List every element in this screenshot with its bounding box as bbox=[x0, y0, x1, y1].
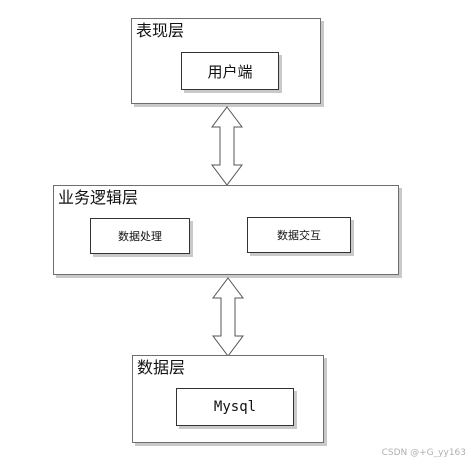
presentation-layer-title: 表现层 bbox=[136, 21, 185, 40]
database-label: Mysql bbox=[213, 399, 257, 415]
data-processing-box: 数据处理 bbox=[90, 218, 190, 254]
data-interaction-label: 数据交互 bbox=[277, 229, 321, 242]
data-processing-label: 数据处理 bbox=[118, 230, 162, 243]
client-box: 用户端 bbox=[181, 52, 279, 90]
database-box: Mysql bbox=[176, 388, 294, 426]
double-arrow-icon bbox=[211, 106, 243, 186]
business-logic-layer: 业务逻辑层 数据处理 数据交互 bbox=[53, 185, 399, 275]
double-arrow-icon bbox=[212, 277, 244, 357]
data-layer-title: 数据层 bbox=[137, 358, 186, 377]
client-label: 用户端 bbox=[207, 62, 253, 81]
watermark: CSDN @+G_yy163 bbox=[381, 448, 466, 458]
data-layer: 数据层 Mysql bbox=[132, 355, 324, 443]
business-logic-layer-title: 业务逻辑层 bbox=[58, 188, 139, 207]
data-interaction-box: 数据交互 bbox=[247, 217, 351, 253]
presentation-layer: 表现层 用户端 bbox=[131, 18, 321, 104]
